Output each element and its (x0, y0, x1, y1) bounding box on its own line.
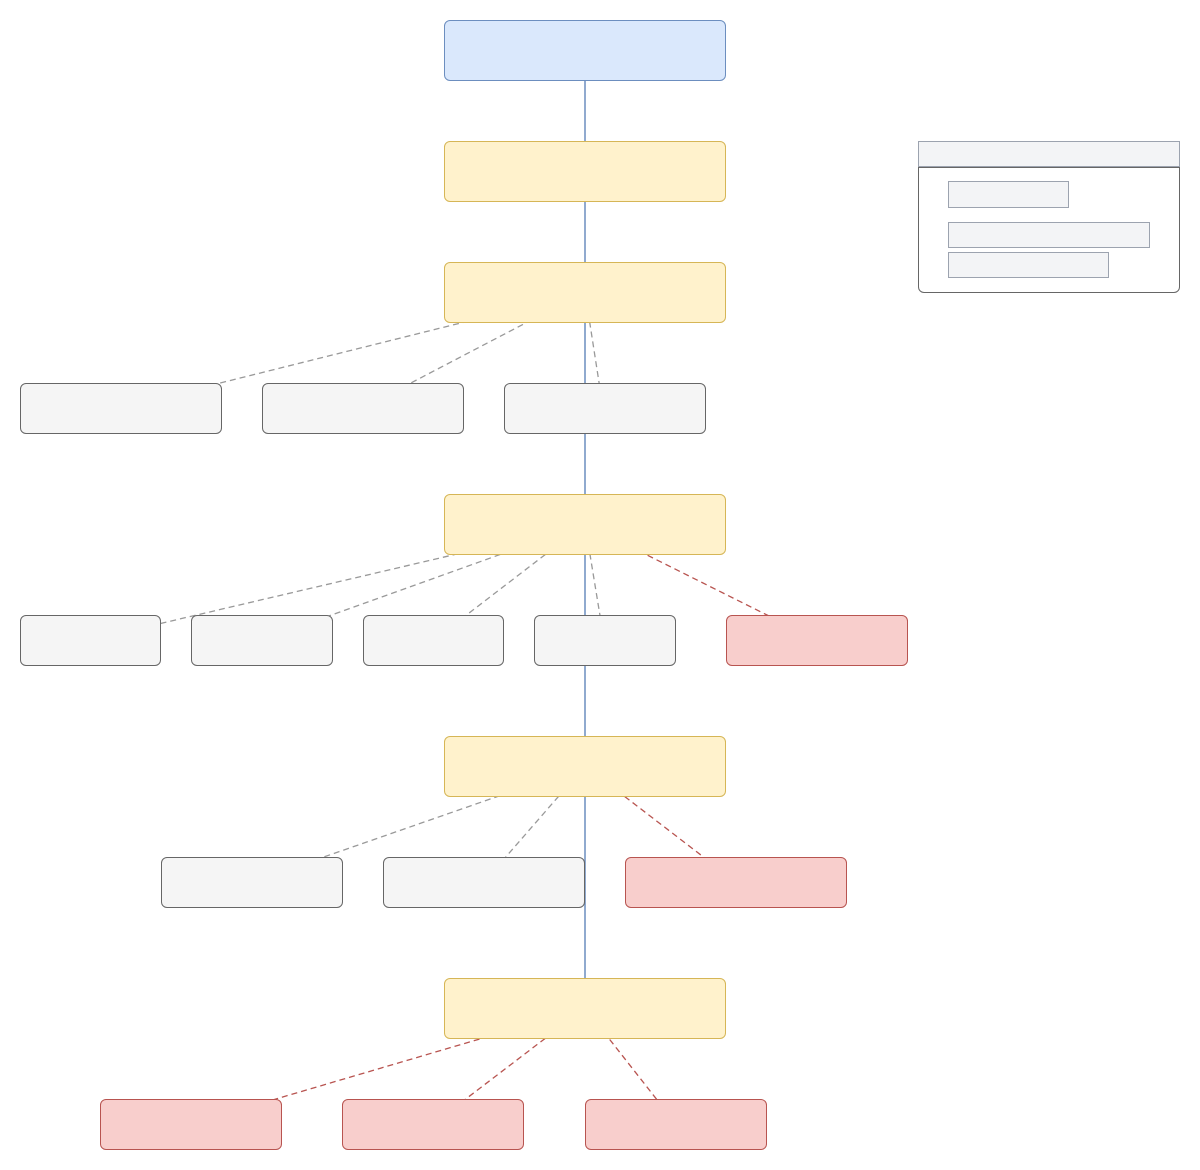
step3-e-node[interactable] (726, 615, 908, 666)
step3-d-node[interactable] (534, 615, 676, 666)
legend-item-3 (948, 252, 1109, 278)
step3-c-node[interactable] (363, 615, 504, 666)
step5-c-node[interactable] (585, 1099, 767, 1150)
legend-item-2 (948, 222, 1150, 248)
step4-b-node[interactable] (383, 857, 585, 908)
step3-a-node[interactable] (20, 615, 161, 666)
step2-node[interactable] (444, 262, 726, 323)
root-node[interactable] (444, 20, 726, 81)
step5-node[interactable] (444, 978, 726, 1039)
legend-header (918, 141, 1180, 167)
step4-node[interactable] (444, 736, 726, 797)
legend-item-1 (948, 181, 1069, 208)
step3-node[interactable] (444, 494, 726, 555)
step3-b-node[interactable] (191, 615, 333, 666)
step2-c-node[interactable] (504, 383, 706, 434)
step1-node[interactable] (444, 141, 726, 202)
step2-a-node[interactable] (20, 383, 222, 434)
step4-a-node[interactable] (161, 857, 343, 908)
step2-b-node[interactable] (262, 383, 464, 434)
step5-a-node[interactable] (100, 1099, 282, 1150)
step4-c-node[interactable] (625, 857, 847, 908)
step5-b-node[interactable] (342, 1099, 524, 1150)
